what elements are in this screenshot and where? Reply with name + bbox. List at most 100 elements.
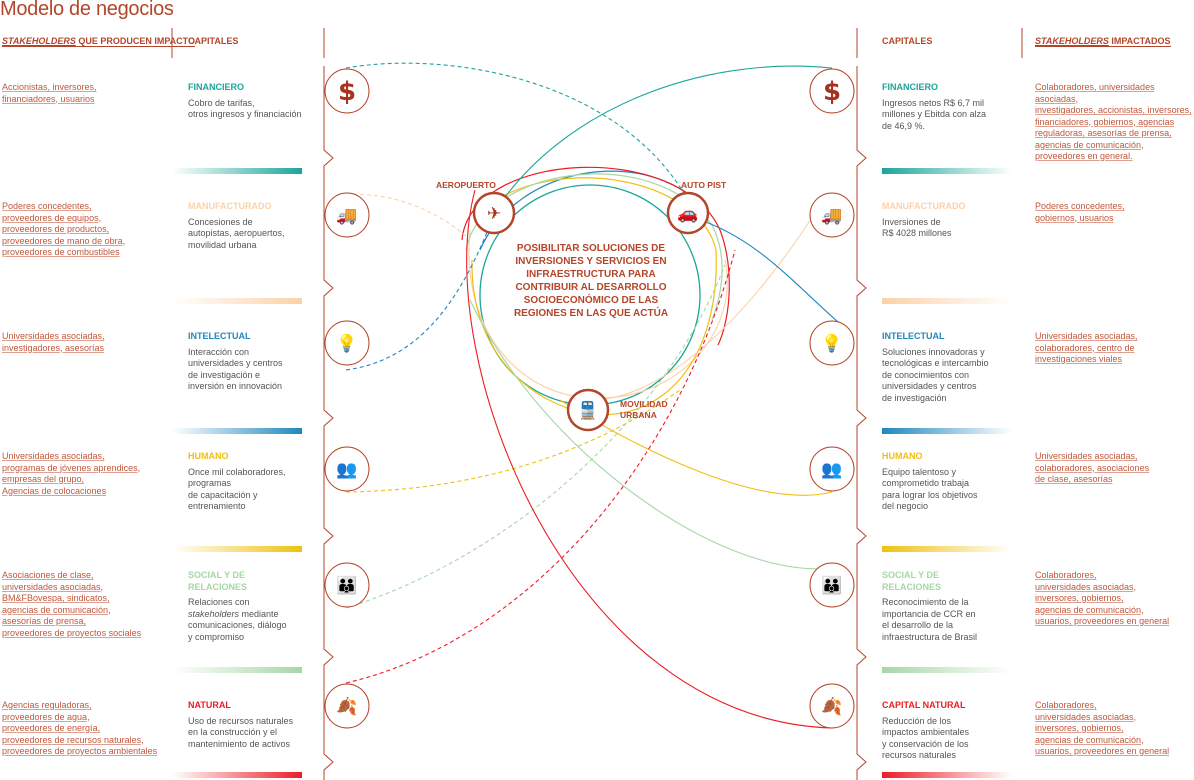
stakeholder-link[interactable]: Universidades asociadas, <box>2 331 105 341</box>
connector-curve <box>466 189 833 729</box>
stakeholder-link[interactable]: proveedores de combustibles <box>2 247 120 257</box>
capital-bar-right <box>882 428 1012 434</box>
connector-curve <box>345 389 681 493</box>
svg-text:$: $ <box>338 77 356 107</box>
stakeholder-link[interactable]: proveedores de productos, <box>2 224 110 234</box>
stakeholder-link[interactable]: Accionistas, inversores, <box>2 82 97 92</box>
svg-text:👪: 👪 <box>821 575 842 596</box>
stakeholder-link[interactable]: universidades asociadas, <box>2 581 104 592</box>
svg-text:👥: 👥 <box>336 460 357 480</box>
capital-title: INTELECTUAL <box>188 331 251 341</box>
stakeholder-link[interactable]: gobiernos, usuarios <box>1035 212 1114 223</box>
stakeholder-link[interactable]: Colaboradores, <box>1035 700 1097 710</box>
stakeholder-link[interactable]: de clase, asesorías <box>1035 474 1113 484</box>
stakeholder-link[interactable]: proveedores de proyectos ambientales <box>2 746 158 756</box>
capital-bar-right <box>882 168 1012 174</box>
stakeholder-link[interactable]: Poderes concedentes, <box>2 201 92 211</box>
stakeholder-link[interactable]: agencias de comunicación, <box>1035 139 1144 150</box>
svg-text:🚗: 🚗 <box>677 204 698 224</box>
stakeholder-link[interactable]: Colaboradores, universidades asociadas, <box>1035 82 1155 104</box>
capital-bar-left <box>172 428 302 434</box>
svg-text:👪: 👪 <box>336 575 357 596</box>
movilidad-line1: MOVILIDAD <box>620 399 668 409</box>
stakeholder-link[interactable]: colaboradores, centro de <box>1035 342 1135 353</box>
header-rest: QUE PRODUCEN IMPACTO <box>75 36 196 46</box>
stakeholder-link[interactable]: empresas del grupo, <box>2 474 85 484</box>
left-capitales-header: CAPITALES <box>188 36 239 46</box>
leaf-icon: 🍂 <box>324 683 370 729</box>
stakeholder-link[interactable]: Universidades asociadas, <box>1035 331 1138 341</box>
header-em: STAKEHOLDERS <box>2 36 76 46</box>
dollar-icon: $ <box>809 68 855 114</box>
stakeholder-link[interactable]: investigadores, asesorías <box>2 342 105 353</box>
capital-title: MANUFACTURADO <box>188 201 272 211</box>
stakeholder-link[interactable]: Universidades asociadas, <box>1035 451 1138 461</box>
car-icon: 🚗 <box>666 191 710 235</box>
lightbulb-icon: 💡 <box>324 320 370 366</box>
stakeholder-link[interactable]: programas de jóvenes aprendices, <box>2 462 141 473</box>
stakeholder-link[interactable]: colaboradores, asociaciones <box>1035 462 1150 473</box>
capital-title: FINANCIERO <box>882 82 938 92</box>
svg-text:✈: ✈ <box>487 204 501 224</box>
stakeholder-link[interactable]: agencias de comunicación, <box>2 604 111 615</box>
stakeholder-link[interactable]: agencias de comunicación, <box>1035 734 1144 745</box>
right-stakeholders-list: Colaboradores,universidades asociadas,in… <box>1035 570 1194 628</box>
stakeholder-link[interactable]: usuarios, proveedores en general <box>1035 746 1170 756</box>
stakeholder-link[interactable]: financiadores, gobiernos, agencias <box>1035 116 1175 127</box>
capital-title: INTELECTUAL <box>882 331 945 341</box>
stakeholder-link[interactable]: Agencias de colocaciones <box>2 485 107 496</box>
stakeholder-link[interactable]: proveedores de recursos naturales, <box>2 734 144 745</box>
stakeholder-link[interactable]: proveedores de agua, <box>2 711 90 722</box>
aeropuerto-label: AEROPUERTO <box>436 180 496 190</box>
capital-bar-left <box>172 546 302 552</box>
stakeholder-link[interactable]: usuarios, proveedores en general <box>1035 616 1170 626</box>
stakeholder-link[interactable]: proveedores de equipos, <box>2 212 102 223</box>
stakeholder-link[interactable]: Poderes concedentes, <box>1035 201 1125 211</box>
stakeholder-link[interactable]: proveedores de mano de obra, <box>2 235 126 246</box>
stakeholder-link[interactable]: Colaboradores, <box>1035 570 1097 580</box>
stakeholder-link[interactable]: universidades asociadas, <box>1035 581 1137 592</box>
stakeholder-link[interactable]: Asociaciones de clase, <box>2 570 94 580</box>
capital-bar-right <box>882 546 1012 552</box>
capital-bar-left <box>172 298 302 304</box>
stakeholder-link[interactable]: BM&FBovespa, sindicatos, <box>2 593 110 603</box>
stakeholder-link[interactable]: proveedores en general. <box>1035 151 1133 161</box>
stakeholder-link[interactable]: universidades asociadas, <box>1035 711 1137 722</box>
capital-bar-right <box>882 298 1012 304</box>
stakeholder-link[interactable]: investigaciones viales <box>1035 354 1123 364</box>
capital-bar-left <box>172 168 302 174</box>
stakeholder-link[interactable]: inversores, gobiernos, <box>1035 593 1124 603</box>
page-title: Modelo de negocios <box>0 0 174 20</box>
stakeholder-link[interactable]: Universidades asociadas, <box>2 451 105 461</box>
stakeholder-link[interactable]: agencias de comunicación, <box>1035 604 1144 615</box>
left-stakeholders-list: Poderes concedentes,proveedores de equip… <box>2 201 177 259</box>
stakeholder-link[interactable]: proveedores de energía, <box>2 723 101 733</box>
svg-text:🍂: 🍂 <box>821 696 842 717</box>
right-stakeholders-list: Universidades asociadas,colaboradores, a… <box>1035 451 1194 486</box>
connector-curve <box>493 65 833 214</box>
stakeholder-link[interactable]: reguladoras, asesorías de prensa, <box>1035 128 1172 138</box>
stakeholder-link[interactable]: investigadores, accionistas, inversores, <box>1035 105 1192 115</box>
stakeholder-link[interactable]: inversores, gobiernos, <box>1035 723 1124 733</box>
capital-title: MANUFACTURADO <box>882 201 966 211</box>
train-icon: 🚆 <box>566 388 610 432</box>
stakeholder-link[interactable]: asesorías de prensa, <box>2 616 87 626</box>
capital-title: NATURAL <box>188 700 231 710</box>
stakeholder-link[interactable]: proveedores de proyectos sociales <box>2 627 142 638</box>
stakeholder-link[interactable]: Agencias reguladoras, <box>2 700 92 710</box>
svg-text:🚚: 🚚 <box>821 206 842 226</box>
stakeholder-link[interactable]: financiadores, usuarios <box>2 93 95 104</box>
truck-icon: 🚚 <box>324 192 370 238</box>
right-stakeholders-list: Universidades asociadas,colaboradores, c… <box>1035 331 1194 366</box>
